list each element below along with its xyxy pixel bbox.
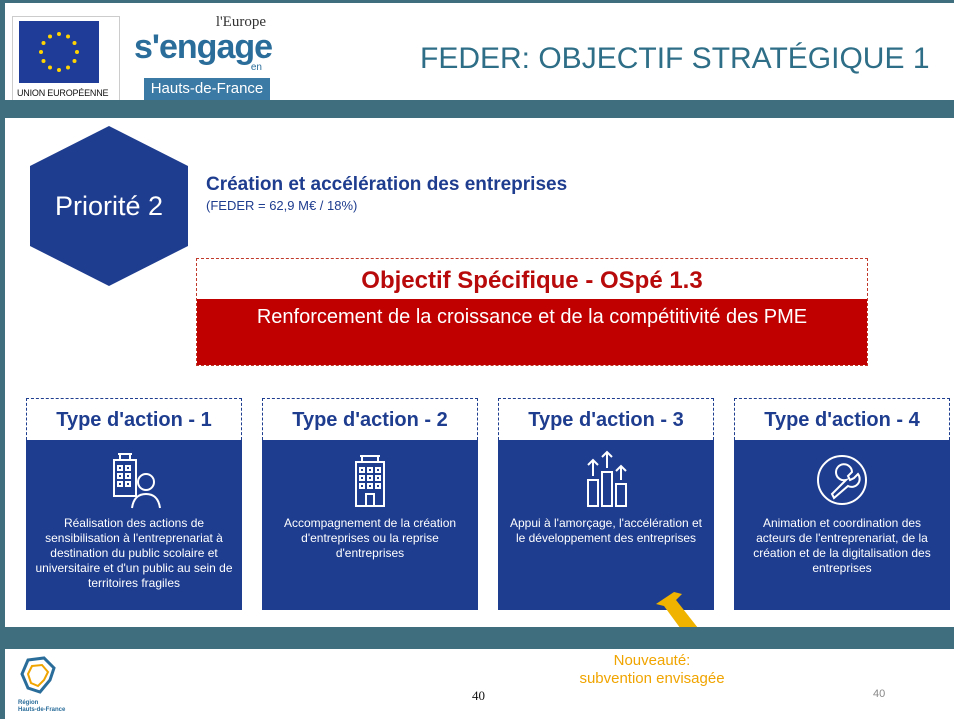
action-card-3: Type d'action - 3 Appui à l'amorçage, l'… [498, 398, 714, 610]
page-number: 40 [472, 688, 485, 703]
action-card-2: Type d'action - 2 Accompagnement de la c… [262, 398, 478, 610]
slide-number: 40 [873, 688, 886, 700]
brand-region: Hauts-de-France [144, 78, 270, 100]
region-shape-icon [20, 656, 56, 694]
header-band [5, 100, 954, 118]
novelty-line-2: subvention envisagée [579, 670, 725, 687]
europe-engage-logo: l'Europe s'engage en Hauts-de-France [130, 14, 273, 104]
page-title: FEDER: OBJECTIF STRATÉGIQUE 1 [420, 42, 930, 75]
action-title: Type d'action - 3 [498, 398, 714, 440]
building-person-icon [104, 450, 164, 510]
action-text: Réalisation des actions de sensibilisati… [35, 516, 233, 590]
action-card-1: Type d'action - 1 Réalisation des action… [26, 398, 242, 610]
footer-band [5, 627, 954, 649]
objective-box: Objectif Spécifique - OSpé 1.3 Renforcem… [196, 258, 868, 366]
region-logo: Région Hauts-de-France [18, 656, 68, 716]
novelty-note: Nouveauté: subvention envisagée [560, 652, 744, 688]
priority-title: Création et accélération des entreprises [206, 174, 568, 195]
objective-description: Renforcement de la croissance et de la c… [197, 299, 867, 365]
eu-caption: UNION EUROPÉENNE [17, 88, 109, 98]
eu-logo: UNION EUROPÉENNE [12, 16, 120, 102]
action-title: Type d'action - 4 [734, 398, 950, 440]
action-text: Accompagnement de la création d'entrepri… [283, 516, 457, 560]
eu-flag-icon [19, 21, 99, 83]
action-title: Type d'action - 2 [262, 398, 478, 440]
priority-subtitle: (FEDER = 62,9 M€ / 18%) [206, 198, 358, 213]
objective-title: Objectif Spécifique - OSpé 1.3 [361, 267, 703, 294]
arrow-up-icon [652, 590, 712, 638]
region-caption-1: Région [18, 700, 39, 706]
action-card-4: Type d'action - 4 Animation et coordinat… [734, 398, 950, 610]
action-title: Type d'action - 1 [26, 398, 242, 440]
wrench-icon [812, 450, 872, 510]
region-caption-2: Hauts-de-France [18, 707, 66, 713]
building-icon [340, 450, 400, 510]
action-text: Animation et coordination des acteurs de… [753, 516, 931, 575]
growth-chart-icon [576, 450, 636, 510]
priority-label: Priorité 2 [54, 190, 164, 221]
brand-main: s'engage [134, 28, 273, 66]
action-text: Appui à l'amorçage, l'accélération et le… [509, 516, 703, 545]
brand-en: en [250, 62, 262, 73]
brand-top: l'Europe [215, 14, 266, 30]
novelty-line-1: Nouveauté: [613, 652, 691, 669]
